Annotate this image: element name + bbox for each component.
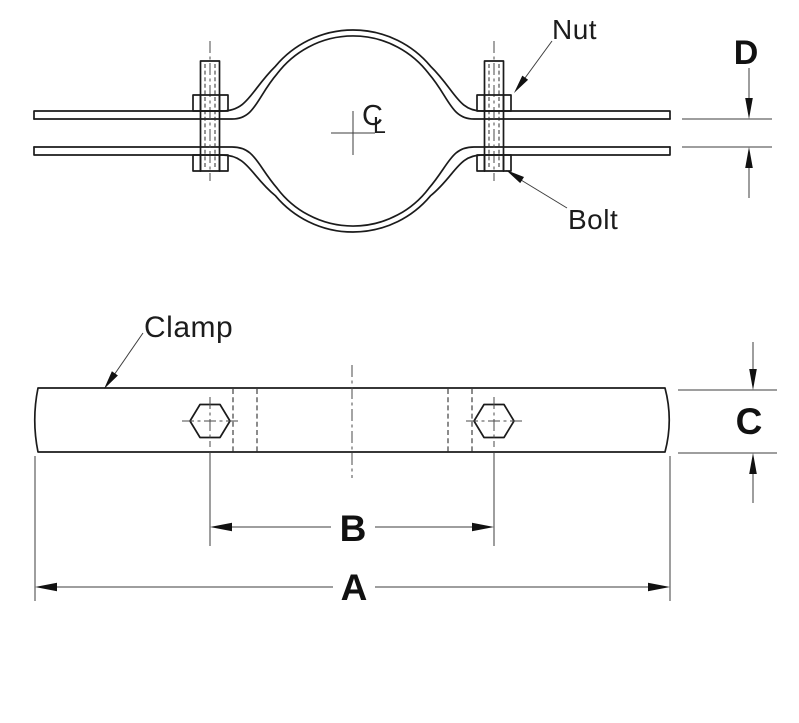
left-top-nut: [192, 94, 229, 112]
dim-b-label: B: [340, 508, 367, 549]
clamp-label: Clamp: [144, 311, 233, 344]
band-upper-outer-edge: [33, 29, 671, 120]
dim-d-top-arrowhead: [745, 98, 753, 119]
dim-a-right-arrowhead: [648, 582, 670, 592]
nut-leader-arrowhead: [514, 75, 529, 93]
right-hex-outline: [473, 403, 515, 439]
bolt-leader-arrowhead: [506, 170, 524, 184]
clamp-band-top-view: [33, 29, 671, 233]
clamp-bar-outline: [33, 387, 671, 453]
band-lower-inner-edge: [33, 146, 671, 227]
right-bottom-nut-facets: [483, 154, 505, 172]
dimension-d: D: [682, 34, 772, 198]
right-top-nut: [476, 94, 512, 112]
right-bolt-shank: [483, 60, 505, 172]
band-lower-outer-edge: [33, 146, 671, 233]
top-view: C L Nut Bolt D: [33, 14, 772, 235]
nut-callout: Nut: [514, 14, 597, 93]
dim-d-label: D: [734, 34, 759, 72]
dimension-a: A: [34, 456, 671, 608]
hidden-bend-lines: [232, 389, 473, 452]
left-bolt-assembly: [192, 41, 229, 181]
dim-c-label: C: [736, 401, 763, 442]
centerline-symbol-l: L: [373, 112, 386, 138]
left-bottom-nut-facets: [199, 154, 221, 172]
dim-b-left-arrowhead: [210, 522, 232, 532]
nut-leader-line: [524, 40, 553, 79]
front-view: Clamp B A: [33, 311, 777, 608]
clamp-leader-line: [113, 332, 144, 376]
left-bottom-nut: [192, 154, 229, 172]
dim-d-bottom-arrowhead: [745, 147, 753, 168]
bolt-leader-line: [520, 179, 568, 209]
dimension-b: B: [209, 452, 495, 549]
right-bolt-assembly: [476, 41, 512, 181]
dim-c-bottom-arrowhead: [749, 453, 757, 474]
left-top-nut-facets: [199, 94, 221, 112]
dim-a-left-arrowhead: [35, 582, 57, 592]
bolt-callout: Bolt: [506, 170, 618, 235]
clamp-callout: Clamp: [104, 311, 233, 389]
nut-label: Nut: [552, 14, 597, 45]
dim-a-label: A: [341, 567, 368, 608]
bolt-label: Bolt: [568, 204, 618, 235]
dim-b-right-arrowhead: [472, 522, 494, 532]
pipe-center-mark: C L: [331, 100, 386, 155]
clamp-leader-arrowhead: [104, 371, 118, 389]
left-hex-bolt: [182, 397, 238, 447]
band-upper-inner-edge: [33, 35, 671, 120]
dimension-c: C: [678, 342, 777, 503]
centerline-symbol-c: C: [362, 100, 383, 132]
right-hex-bolt: [466, 397, 522, 447]
right-bottom-nut: [476, 154, 512, 172]
dim-c-top-arrowhead: [749, 369, 757, 390]
right-top-nut-facets: [483, 94, 505, 112]
left-bolt-shank: [199, 60, 221, 172]
